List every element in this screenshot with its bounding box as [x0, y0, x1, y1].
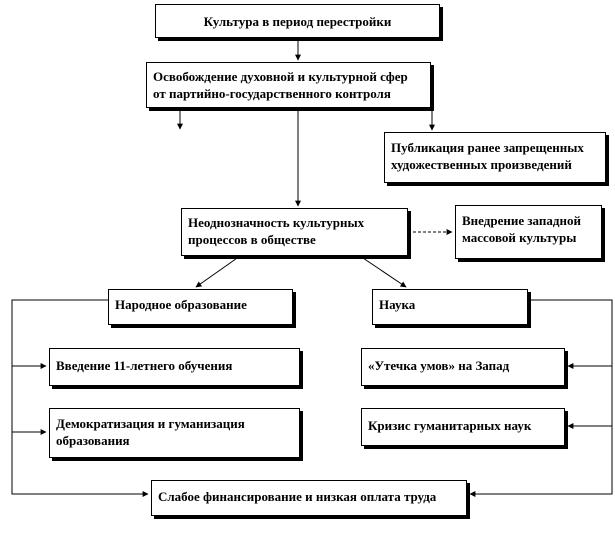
- eleven-year-text: Введение 11-летнего обучения: [56, 358, 233, 373]
- arrow-ambiguity-to-science: [359, 255, 407, 288]
- right-bracket-line: [470, 299, 613, 495]
- publication-box: Публикация ранее запрещенных художествен…: [384, 132, 606, 183]
- liberation-line-2: от партийно-государственного контроля: [153, 86, 391, 101]
- liberation-line-1: Освобождение духовной и культурной сфер: [153, 69, 408, 84]
- western-culture-box: Внедрение западной массовой культуры: [455, 205, 602, 259]
- science-box: Наука: [372, 289, 528, 325]
- education-text: Народное образование: [115, 297, 247, 312]
- crisis-text: Кризис гуманитарных наук: [368, 418, 532, 433]
- ambiguity-box: Неоднозначность культурных процессов в о…: [181, 208, 408, 256]
- title-text: Культура в период перестройки: [203, 14, 392, 29]
- ambiguity-line-1: Неоднозначность культурных: [188, 215, 365, 230]
- democratization-line-2: образования: [56, 433, 130, 448]
- arrow-ambiguity-to-education: [195, 255, 241, 288]
- ambiguity-line-2: процессов в обществе: [188, 232, 316, 247]
- brain-drain-text: «Утечка умов» на Запад: [368, 358, 510, 373]
- publication-line-2: художественных произведений: [391, 157, 572, 172]
- democratization-line-1: Демократизация и гуманизация: [56, 416, 245, 431]
- funding-box: Слабое финансирование и низкая оплата тр…: [151, 480, 467, 516]
- democratization-box: Демократизация и гуманизация образования: [49, 408, 300, 458]
- western-line-1: Внедрение западной: [462, 213, 581, 228]
- western-line-2: массовой культуры: [462, 230, 577, 245]
- education-box: Народное образование: [108, 289, 293, 325]
- liberation-box: Освобождение духовной и культурной сфер …: [146, 62, 431, 108]
- science-text: Наука: [379, 297, 416, 312]
- publication-line-1: Публикация ранее запрещенных: [391, 140, 584, 155]
- crisis-box: Кризис гуманитарных наук: [361, 408, 565, 446]
- left-bracket-line: [11, 299, 148, 495]
- funding-text: Слабое финансирование и низкая оплата тр…: [158, 489, 437, 504]
- eleven-year-box: Введение 11-летнего обучения: [49, 348, 300, 386]
- brain-drain-box: «Утечка умов» на Запад: [361, 348, 565, 386]
- title-box: Культура в период перестройки: [155, 4, 440, 38]
